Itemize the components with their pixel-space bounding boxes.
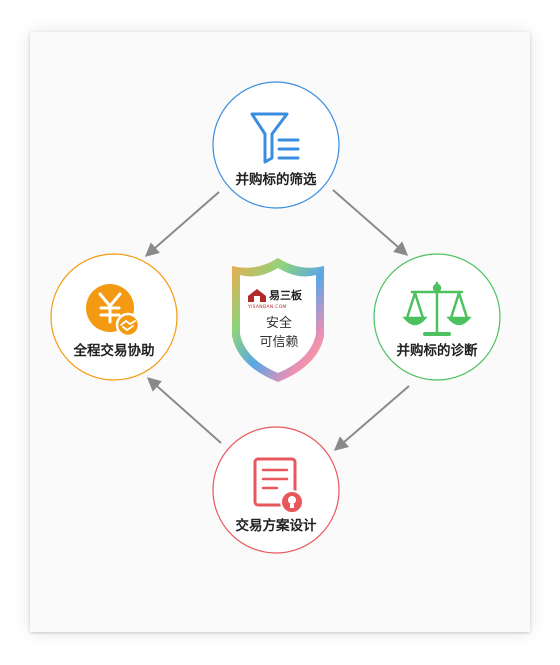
node-right: 并购标的诊断 (373, 253, 501, 381)
yuan-handshake-icon (86, 284, 141, 338)
house-logo-icon (248, 289, 266, 302)
arrow-left-to-top (144, 191, 220, 257)
center-line-1: 安全 (266, 315, 292, 331)
node-top-label: 并购标的筛选 (236, 171, 317, 188)
node-bottom-circle (212, 426, 340, 554)
node-left-label: 全程交易协助 (73, 342, 155, 359)
node-top: 并购标的筛选 (212, 81, 340, 209)
node-right-label: 并购标的诊断 (397, 342, 478, 359)
logo-subtext: YISANBAN.COM (247, 304, 287, 310)
center-line-2: 可信赖 (259, 335, 298, 350)
balance-scale-icon (402, 281, 472, 336)
node-top-circle (212, 81, 340, 209)
node-left: 全程交易协助 (50, 253, 178, 381)
arrow-right-to-bottom (333, 385, 410, 451)
yisanban-logo: 易三板 YISANBAN.COM (247, 288, 303, 310)
node-bottom-label: 交易方案设计 (236, 517, 317, 534)
arrow-top-to-right (332, 189, 409, 256)
center-shield: 易三板 YISANBAN.COM 安全 可信赖 (232, 258, 324, 382)
document-idea-icon (253, 457, 304, 514)
arrow-bottom-to-left (146, 377, 222, 444)
logo-text: 易三板 (269, 288, 303, 302)
funnel-list-icon (250, 112, 300, 164)
node-bottom: 交易方案设计 (212, 426, 340, 554)
